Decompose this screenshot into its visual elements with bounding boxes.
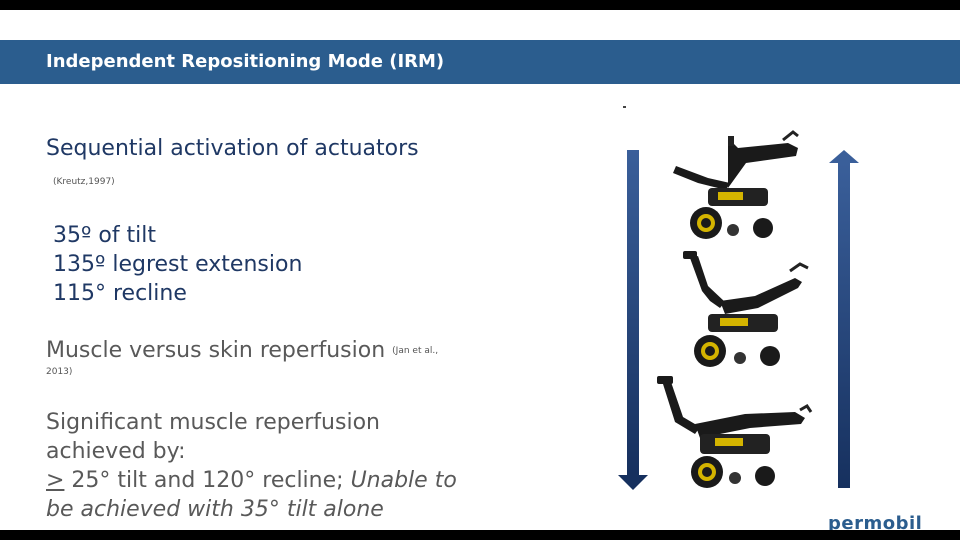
down-arrow-icon (618, 150, 648, 490)
spec-legrest: 135º legrest extension (53, 252, 303, 277)
citation-kreutz: (Kreutz,1997) (53, 177, 115, 187)
muscle-reperfusion-line: Muscle versus skin reperfusion (Jan et a… (46, 338, 438, 363)
stray-dot (623, 106, 626, 108)
wheelchair-image-reclined (683, 251, 809, 367)
greater-than-symbol: > (46, 468, 65, 493)
arrows-graphic (618, 150, 859, 490)
unable-text-2: be achieved with 35° tilt alone (46, 497, 384, 522)
citation-jan: (Jan et al., (392, 346, 439, 356)
permobil-logo: permobil (828, 513, 923, 530)
significant-line-2: achieved by: (46, 439, 186, 464)
title-bar: Independent Repositioning Mode (IRM) (0, 40, 960, 84)
spec-recline: 115° recline (53, 281, 187, 306)
heading-sequential: Sequential activation of actuators (46, 136, 419, 161)
muscle-text: Muscle versus skin reperfusion (46, 338, 386, 363)
condition-line: > 25° tilt and 120° recline; Unable to (46, 468, 457, 493)
wheelchair-image-full-recline (657, 376, 813, 488)
slide-title: Independent Repositioning Mode (IRM) (46, 51, 445, 72)
citation-year: 2013) (46, 367, 73, 377)
condition-text: 25° tilt and 120° recline; (64, 468, 351, 493)
up-arrow-icon (829, 150, 859, 488)
significant-line-1: Significant muscle reperfusion (46, 410, 380, 435)
unable-text-1: Unable to (350, 468, 457, 493)
slide: Independent Repositioning Mode (IRM) Seq… (0, 10, 960, 530)
wheelchair-image-tilted (673, 130, 799, 239)
spec-tilt: 35º of tilt (53, 223, 157, 248)
